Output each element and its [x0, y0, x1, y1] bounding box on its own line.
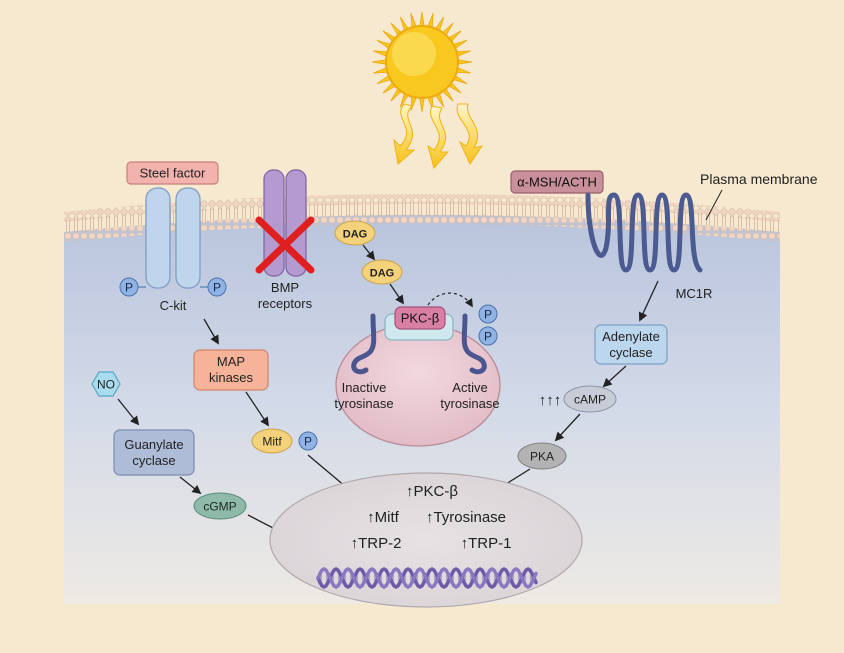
svg-text:cAMP: cAMP	[574, 393, 606, 407]
mc1r-label: MC1R	[676, 286, 713, 301]
inactive-tyrosinase-icon	[351, 313, 377, 375]
inhibition-cross-icon	[255, 216, 315, 274]
plasma-membrane-label: Plasma membrane	[700, 171, 818, 187]
svg-text:Adenylate: Adenylate	[602, 329, 660, 344]
arrow	[554, 413, 581, 442]
svg-text:PKC-β: PKC-β	[401, 311, 440, 326]
phosphate-icon: P	[298, 431, 318, 451]
svg-text:cGMP: cGMP	[203, 500, 236, 514]
adenylate-cyclase-node: Adenylate cyclase	[594, 324, 668, 365]
arrow	[638, 280, 659, 322]
svg-text:P: P	[484, 308, 492, 322]
dna-helix-icon	[316, 566, 538, 590]
svg-text:Guanylate: Guanylate	[124, 437, 183, 452]
active-tyrosinase-icon	[461, 313, 487, 375]
dag-node: DAG	[334, 220, 376, 246]
camp-node: cAMP	[563, 385, 617, 413]
bmp-receptors-label: BMP	[271, 280, 299, 295]
svg-text:Steel factor: Steel factor	[140, 166, 206, 181]
svg-text:P: P	[125, 281, 133, 295]
gene-trp-2: ↑TRP-2	[351, 535, 402, 552]
guanylate-cyclase-node: Guanylate cyclase	[113, 429, 195, 476]
svg-text:DAG: DAG	[370, 268, 394, 280]
svg-text:cyclase: cyclase	[132, 453, 175, 468]
c-kit-label: C-kit	[160, 298, 187, 313]
inactive-tyrosinase-label: tyrosinase	[334, 396, 393, 411]
arrow	[203, 318, 219, 345]
arrow	[179, 476, 202, 495]
gene-tyrosinase: ↑Tyrosinase	[426, 509, 506, 526]
mc1r-receptor	[585, 192, 703, 273]
steel-factor-label: Steel factor	[126, 161, 219, 185]
arrow	[389, 283, 405, 305]
svg-text:kinases: kinases	[209, 370, 254, 385]
inactive-tyrosinase-label: Inactive	[342, 380, 387, 395]
plasma-membrane-pointer	[705, 189, 723, 221]
svg-text:α-MSH/ACTH: α-MSH/ACTH	[517, 175, 597, 190]
cgmp-node: cGMP	[193, 492, 247, 520]
gene-pkc-beta: ↑PKC-β	[406, 483, 458, 500]
mitf-node: Mitf	[251, 428, 293, 454]
arrow	[362, 244, 376, 261]
svg-text:Mitf: Mitf	[262, 435, 282, 449]
active-tyrosinase-label: Active	[452, 380, 487, 395]
arrow	[245, 391, 270, 427]
svg-text:PKA: PKA	[530, 450, 554, 464]
phosphate-icon: P	[478, 326, 498, 346]
svg-text:P: P	[484, 330, 492, 344]
uv-rays	[393, 103, 484, 170]
active-tyrosinase-label: tyrosinase	[440, 396, 499, 411]
pkc-beta-complex: PKC-β	[384, 306, 454, 341]
nitric-oxide-node: NO	[91, 371, 121, 397]
phosphorylation-arrow	[427, 292, 473, 308]
svg-text:cyclase: cyclase	[609, 345, 652, 360]
plasma-membrane	[64, 194, 780, 242]
msh-acth-label: α-MSH/ACTH	[510, 170, 604, 194]
svg-text:NO: NO	[97, 378, 115, 392]
camp-increase-arrows: ↑↑↑	[539, 392, 562, 409]
arrow	[602, 365, 627, 388]
phosphate-icon: P	[207, 277, 227, 297]
svg-text:MAP: MAP	[217, 354, 245, 369]
svg-text:P: P	[304, 435, 312, 449]
phosphate-icon: P	[119, 277, 139, 297]
c-kit-receptor	[137, 187, 209, 289]
bmp-receptors-label: receptors	[258, 296, 313, 311]
phosphate-icon: P	[478, 304, 498, 324]
sun-icon	[371, 11, 473, 113]
gene-trp-1: ↑TRP-1	[461, 535, 512, 552]
svg-text:P: P	[213, 281, 221, 295]
dag-node: DAG	[361, 259, 403, 285]
map-kinases-node: MAP kinases	[193, 349, 269, 391]
nucleus	[269, 472, 583, 608]
arrow	[117, 398, 140, 426]
gene-mitf: ↑Mitf	[367, 509, 399, 526]
pka-node: PKA	[517, 442, 567, 470]
svg-text:DAG: DAG	[343, 229, 367, 241]
